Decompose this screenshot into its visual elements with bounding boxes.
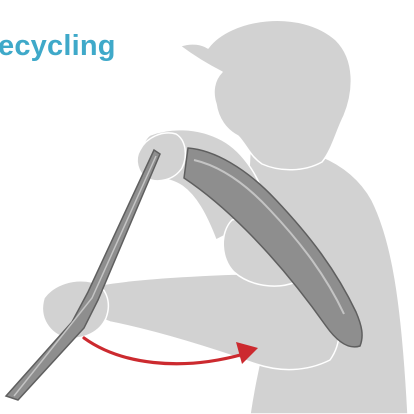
person-figure — [42, 20, 408, 414]
page-title: ecycling — [0, 30, 116, 63]
strap-tail — [6, 150, 160, 400]
